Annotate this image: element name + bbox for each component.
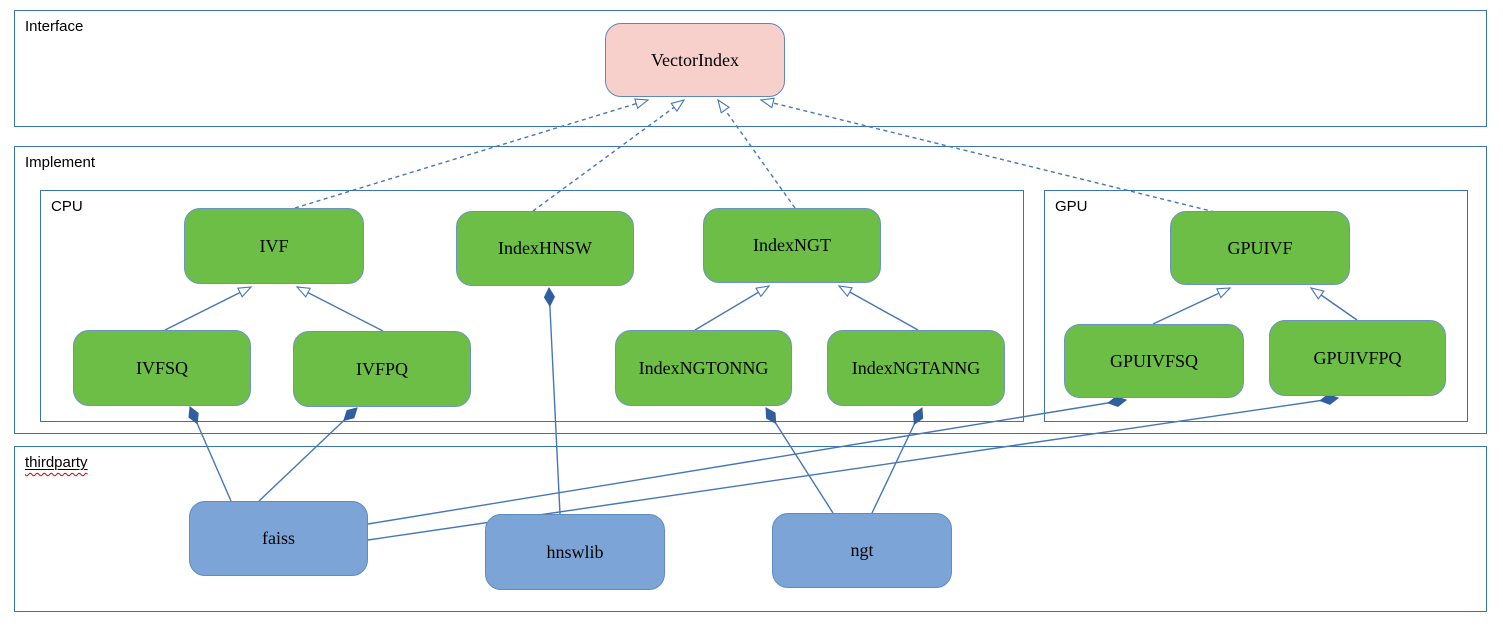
node-gpuivfsq[interactable]: GPUIVFSQ bbox=[1064, 324, 1244, 398]
node-indexngt-label: IndexNGT bbox=[753, 235, 831, 255]
node-ivfsq-label: IVFSQ bbox=[135, 357, 188, 378]
container-gpu-label: GPU bbox=[1055, 198, 1088, 215]
container-cpu-label: CPU bbox=[51, 198, 83, 215]
container-interface-label: Interface bbox=[25, 18, 84, 35]
node-faiss-label: faiss bbox=[262, 528, 295, 548]
node-indexngtanng-label: IndexNGTANNG bbox=[851, 357, 981, 378]
node-ivf[interactable]: IVF bbox=[184, 208, 364, 284]
node-gpuivf-label: GPUIVF bbox=[1227, 237, 1293, 258]
node-ivfpq[interactable]: IVFPQ bbox=[293, 331, 471, 407]
container-thirdparty-label: thirdparty bbox=[25, 454, 88, 471]
node-hnswlib[interactable]: hnswlib bbox=[485, 514, 665, 590]
node-indexngtonng[interactable]: IndexNGTONNG bbox=[615, 330, 792, 406]
node-indexngt[interactable]: IndexNGT bbox=[703, 208, 881, 283]
node-ivfsq[interactable]: IVFSQ bbox=[73, 330, 251, 406]
node-ngt[interactable]: ngt bbox=[772, 513, 952, 588]
node-ivfpq-label: IVFPQ bbox=[355, 358, 408, 379]
container-implement-label: Implement bbox=[25, 154, 96, 171]
node-indexngtonng-label: IndexNGTONNG bbox=[638, 357, 769, 378]
node-ngt-label: ngt bbox=[850, 540, 874, 560]
node-gpuivf[interactable]: GPUIVF bbox=[1170, 211, 1350, 285]
node-indexhnsw[interactable]: IndexHNSW bbox=[456, 211, 634, 286]
node-hnswlib-label: hnswlib bbox=[546, 541, 604, 562]
node-faiss[interactable]: faiss bbox=[189, 501, 368, 576]
node-ivf-label: IVF bbox=[259, 235, 289, 256]
node-indexhnsw-label: IndexHNSW bbox=[498, 238, 592, 258]
node-indexngtanng[interactable]: IndexNGTANNG bbox=[827, 330, 1005, 406]
node-gpuivfpq[interactable]: GPUIVFPQ bbox=[1269, 320, 1446, 396]
node-vectorindex[interactable]: VectorIndex bbox=[605, 23, 785, 97]
node-gpuivfpq-label: GPUIVFPQ bbox=[1313, 347, 1402, 368]
node-vectorindex-label: VectorIndex bbox=[651, 49, 739, 70]
node-gpuivfsq-label: GPUIVFSQ bbox=[1109, 350, 1199, 371]
